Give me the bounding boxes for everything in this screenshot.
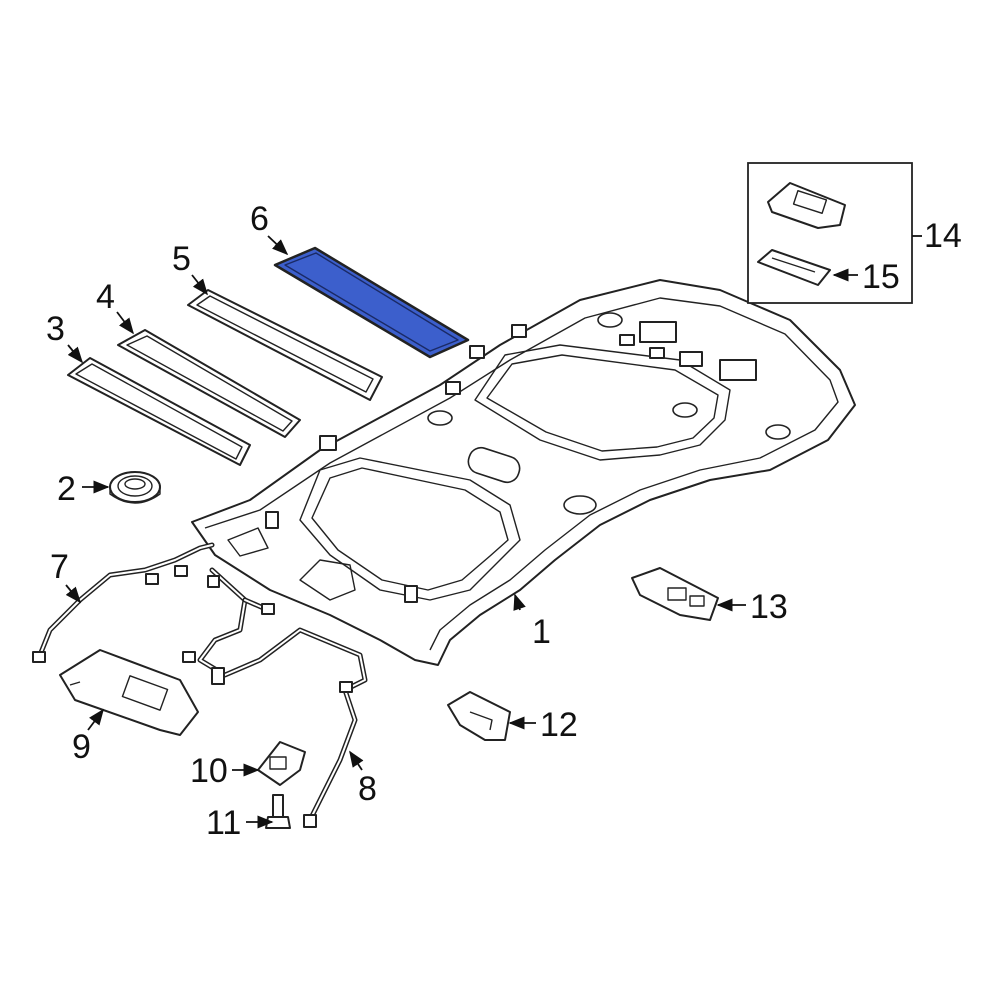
part-14-dome-lamp[interactable]: [767, 182, 846, 229]
callout-6: 6: [250, 200, 269, 238]
part-8-harness[interactable]: [182, 567, 368, 828]
callout-8: 8: [358, 770, 377, 808]
part-9-visor[interactable]: [59, 649, 199, 736]
part-10-bracket[interactable]: [257, 741, 306, 786]
leader-lines: [65, 235, 922, 829]
callout-15: 15: [862, 258, 900, 296]
part-7-harness[interactable]: [32, 542, 215, 663]
part-15-lens[interactable]: [757, 249, 831, 286]
part-11-bolt[interactable]: [265, 794, 291, 829]
callout-14: 14: [924, 217, 962, 255]
callout-11: 11: [206, 804, 241, 842]
callout-4: 4: [96, 278, 115, 316]
part-2-grille[interactable]: [109, 471, 161, 504]
callout-2: 2: [57, 470, 76, 508]
callout-12: 12: [540, 706, 578, 744]
part-3-panel[interactable]: [67, 357, 251, 466]
part-4-panel[interactable]: [117, 329, 301, 438]
part-1-headliner[interactable]: [191, 279, 856, 666]
part-6-panel-highlighted[interactable]: [273, 246, 470, 359]
callout-7: 7: [50, 548, 69, 586]
callout-3: 3: [46, 310, 65, 348]
inset-box: [747, 162, 913, 304]
part-12-holder[interactable]: [447, 691, 511, 741]
part-13-lamp[interactable]: [631, 567, 719, 621]
callout-10: 10: [190, 752, 228, 790]
callout-1: 1: [532, 613, 551, 651]
callout-labels: 1 2 3 4 5 6 7 8 9 10 11 12 13 14 15: [46, 200, 962, 842]
callout-5: 5: [172, 240, 191, 278]
callout-9: 9: [72, 728, 91, 766]
callout-13: 13: [750, 588, 788, 626]
